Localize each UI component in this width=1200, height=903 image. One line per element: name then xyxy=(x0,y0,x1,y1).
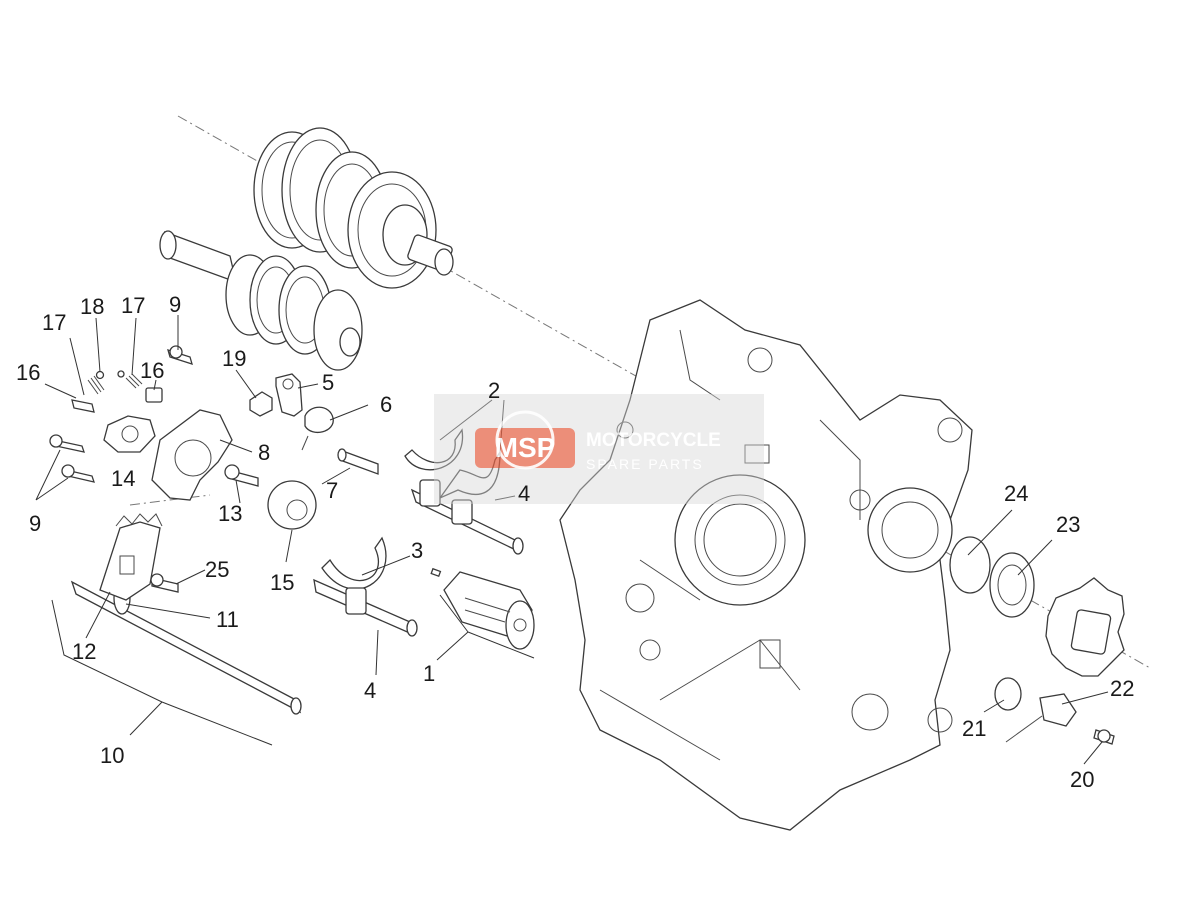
upper-gear-cluster xyxy=(253,127,454,289)
callout-7: 7 xyxy=(326,478,338,503)
sprocket-group xyxy=(949,536,1125,745)
callout-labels: 1 2 3 4 4 5 6 7 8 9 9 10 11 12 13 14 15 … xyxy=(16,292,1134,792)
callout-4-lower: 4 xyxy=(364,678,376,703)
detent-parts-group xyxy=(49,345,379,593)
callout-8: 8 xyxy=(258,440,270,465)
callout-11: 11 xyxy=(216,607,239,632)
callout-1: 1 xyxy=(423,661,435,686)
callout-23: 23 xyxy=(1056,512,1080,537)
callout-3: 3 xyxy=(411,538,423,563)
callout-10: 10 xyxy=(100,743,124,768)
callout-13: 13 xyxy=(218,501,242,526)
callout-14: 14 xyxy=(111,466,135,491)
callout-18: 18 xyxy=(80,294,104,319)
callout-12: 12 xyxy=(72,639,96,664)
callout-17-left: 17 xyxy=(42,310,66,335)
callout-22: 22 xyxy=(1110,676,1134,701)
watermark-logo-badge xyxy=(475,428,575,468)
callout-5: 5 xyxy=(322,370,334,395)
watermark-line2: SPARE PARTS xyxy=(586,456,704,472)
callout-6: 6 xyxy=(380,392,392,417)
lower-shaft-cluster xyxy=(159,230,363,371)
callout-2: 2 xyxy=(488,378,500,403)
watermark: MSP MOTORCYCLE SPARE PARTS xyxy=(434,394,764,504)
watermark-logo-text: MSP xyxy=(495,432,556,463)
sub-axis-line xyxy=(129,494,211,506)
engine-crankcase xyxy=(559,299,973,831)
callout-25: 25 xyxy=(205,557,229,582)
callout-16-right: 16 xyxy=(140,358,164,383)
callout-20: 20 xyxy=(1070,767,1094,792)
leader-lines xyxy=(35,315,1109,765)
callout-15: 15 xyxy=(270,570,294,595)
callout-9-lower: 9 xyxy=(29,511,41,536)
shift-forks-group xyxy=(313,428,535,650)
callout-9-upper: 9 xyxy=(169,292,181,317)
callout-19: 19 xyxy=(222,346,246,371)
callout-4-upper: 4 xyxy=(518,481,530,506)
callout-17-right: 17 xyxy=(121,293,145,318)
gear-selector-shaft xyxy=(70,513,302,715)
callout-16-left: 16 xyxy=(16,360,40,385)
callout-24: 24 xyxy=(1004,481,1028,506)
watermark-line1: MOTORCYCLE xyxy=(586,430,721,451)
watermark-globe-icon xyxy=(495,410,555,470)
callout-21: 21 xyxy=(962,716,986,741)
